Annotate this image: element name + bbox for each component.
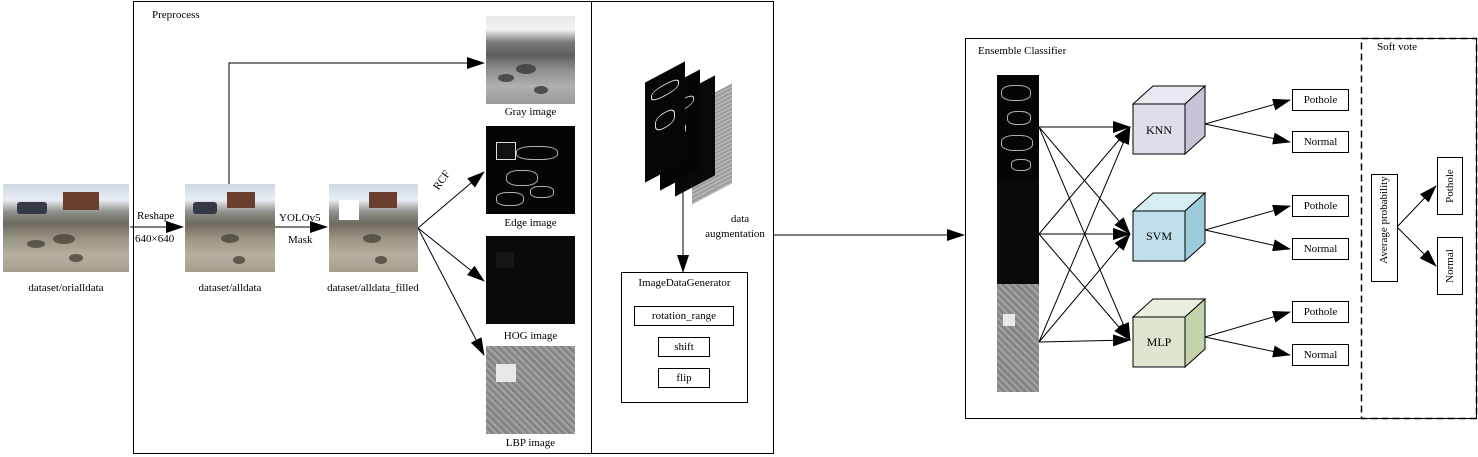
mlp-output-pothole: Pothole <box>1292 301 1349 323</box>
output-label: Normal <box>1303 243 1338 255</box>
mlp-label: MLP <box>1146 335 1172 349</box>
feature-to-classifier-arrows <box>1038 121 1131 347</box>
hog-image-label: HOG image <box>503 330 558 342</box>
option-rotation-range: rotation_range <box>634 306 734 326</box>
output-label: Pothole <box>1303 200 1338 212</box>
cube-mlp <box>1131 297 1207 369</box>
edge-image-label: Edge image <box>504 217 557 229</box>
option-label: flip <box>676 372 692 384</box>
ensemble-edge-feature <box>997 75 1039 181</box>
gray-image-label: Gray image <box>504 106 557 118</box>
output-label: Pothole <box>1303 306 1338 318</box>
augmentation-label-line2: augmentation <box>705 228 765 240</box>
original-image <box>3 184 129 272</box>
ensemble-title: Ensemble Classifier <box>978 45 1067 57</box>
average-probability-box <box>1371 174 1398 282</box>
original-image-label: dataset/orialldata <box>28 282 104 294</box>
svm-output-normal: Normal <box>1292 238 1349 260</box>
option-shift: shift <box>658 337 710 357</box>
hog-image <box>486 236 575 324</box>
soft-vote-title: Soft vote <box>1377 41 1418 53</box>
filled-image-label: dataset/alldata_filled <box>327 282 419 294</box>
yolo-label: YOLOv5 <box>279 212 321 224</box>
svm-label: SVM <box>1145 229 1172 243</box>
alldata-image <box>185 184 275 272</box>
soft-vote-frame <box>1360 37 1478 420</box>
option-label: shift <box>674 341 694 353</box>
mlp-output-normal: Normal <box>1292 344 1349 366</box>
ensemble-lbp-feature <box>997 284 1039 392</box>
arrow-to-gray <box>228 57 485 190</box>
edge-image <box>486 126 575 214</box>
lbp-image-label: LBP image <box>505 437 556 449</box>
classifier-output-arrows <box>1204 98 1437 358</box>
svm-output-pothole: Pothole <box>1292 195 1349 217</box>
image-data-generator-title: ImageDataGenerator <box>638 277 731 289</box>
augmentation-label-line1: data <box>730 213 750 225</box>
alldata-image-label: dataset/alldata <box>198 282 262 294</box>
filled-image <box>329 184 418 272</box>
soft-vote-pothole <box>1437 157 1463 215</box>
reshape-label: Reshape <box>137 210 175 222</box>
gray-image <box>486 16 575 104</box>
arrow-to-hog <box>417 227 485 282</box>
cube-knn <box>1131 84 1207 156</box>
output-label: Normal <box>1303 136 1338 148</box>
cube-svm <box>1131 191 1207 263</box>
average-probability-label: Average probability <box>1378 176 1390 264</box>
lbp-image <box>486 346 575 434</box>
arrow-to-lbp <box>417 227 485 356</box>
output-label: Normal <box>1303 349 1338 361</box>
knn-label: KNN <box>1146 123 1172 137</box>
option-label: rotation_range <box>651 310 717 322</box>
soft-vote-pothole-label: Pothole <box>1444 169 1456 203</box>
ensemble-hog-feature <box>997 180 1039 286</box>
reshape-size: 640×640 <box>135 233 175 245</box>
output-label: Pothole <box>1303 94 1338 106</box>
soft-vote-normal-label: Normal <box>1444 249 1456 283</box>
ensemble-frame <box>965 38 1477 419</box>
knn-output-pothole: Pothole <box>1292 89 1349 111</box>
mask-label: Mask <box>288 234 313 246</box>
knn-output-normal: Normal <box>1292 131 1349 153</box>
preprocess-title: Preprocess <box>152 9 200 21</box>
option-flip: flip <box>658 368 710 388</box>
arrow-to-edge <box>417 171 485 229</box>
soft-vote-normal <box>1437 237 1463 295</box>
